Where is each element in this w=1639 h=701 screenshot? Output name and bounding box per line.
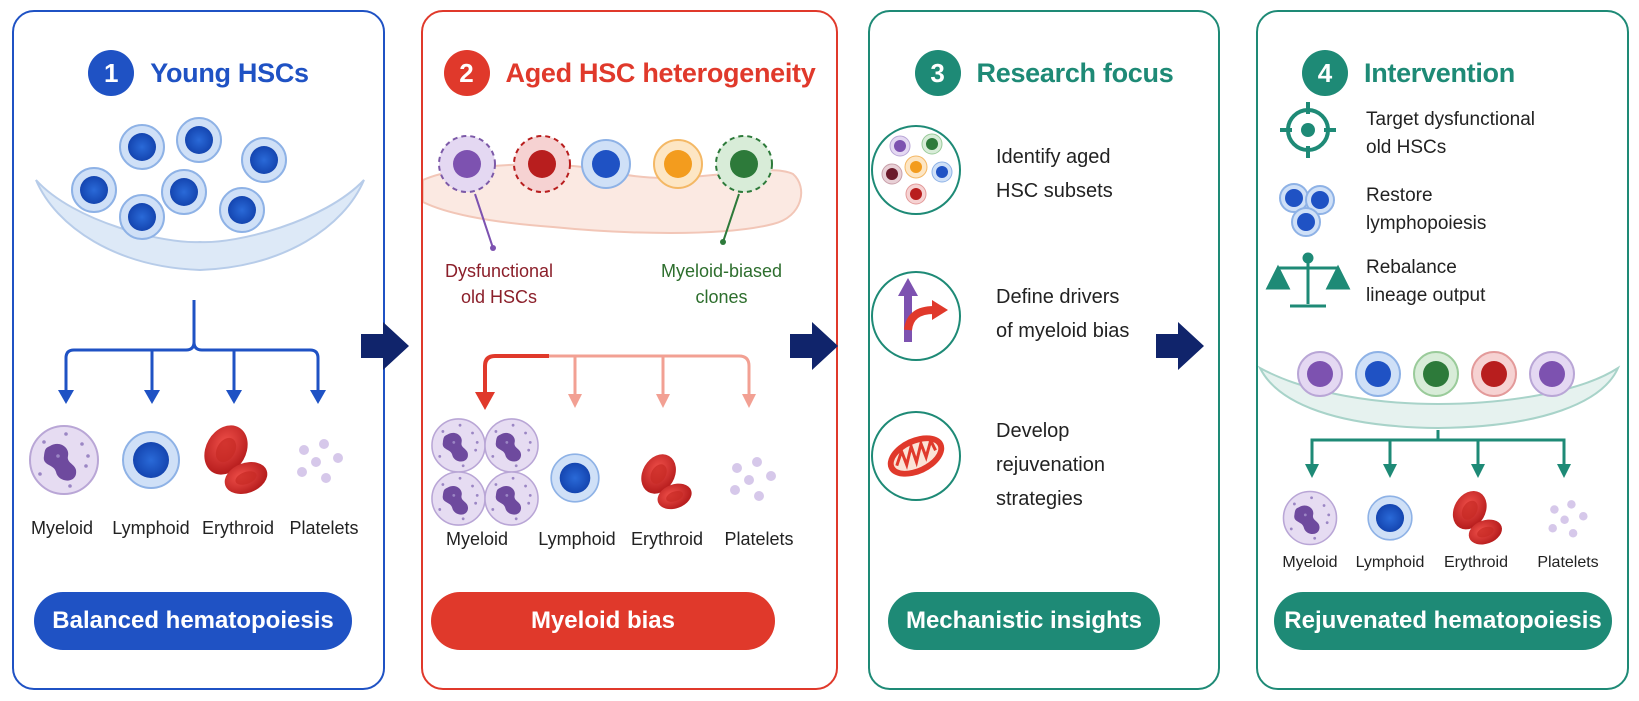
panel-research-focus: 3 Research focus Identify aged HSC subse… (868, 10, 1220, 690)
erythroid-cells (195, 417, 272, 500)
hsc-cell (176, 117, 222, 163)
panel-title: Young HSCs (150, 57, 309, 88)
lineage-label-platelets: Platelets (1537, 554, 1599, 571)
lymphoid-cell (122, 431, 180, 489)
research-focus-icons (871, 125, 961, 501)
balanced-lineage-arrows (64, 300, 320, 392)
lineage-label-platelets: Platelets (289, 518, 359, 538)
panel-young-hscs: 1 Young HSCs Myeloid Lymphoid Erythroid … (12, 10, 385, 690)
myeloid-biased-clones-callout: Myeloid-biased clones (661, 261, 783, 307)
lineage-label-lymphoid: Lymphoid (538, 529, 616, 549)
erythroid-cells (634, 447, 696, 514)
reduced-lineage-arrows (549, 354, 751, 396)
panel-header: 4 Intervention (1302, 50, 1627, 96)
footer-myeloid-bias: Myeloid bias (431, 592, 775, 650)
lymphoid-cells-icon (1279, 183, 1335, 237)
panel-aged-hsc-heterogeneity: 2 Aged HSC heterogeneity (421, 10, 838, 690)
hsc-cell (161, 169, 207, 215)
myeloid-cell (29, 425, 99, 495)
lineage-label-lymphoid: Lymphoid (1355, 554, 1425, 571)
dysfunctional-purple-hsc (438, 135, 496, 193)
platelets-cluster (1548, 500, 1588, 538)
aged-hsc-illustration (423, 135, 803, 526)
step-number-badge: 1 (88, 50, 135, 96)
rejuvenated-hsc-row (1297, 351, 1575, 397)
lineage-label-myeloid: Myeloid (445, 529, 509, 549)
hsc-cell (241, 137, 287, 183)
platelets-cluster (730, 457, 776, 501)
myeloid-cell (1282, 490, 1338, 546)
flow-arrow-icon (361, 322, 409, 370)
lymphoid-cell (1367, 495, 1413, 541)
panel-intervention: 4 Intervention (1256, 10, 1629, 690)
cell-subsets-icon (871, 125, 961, 215)
lineage-label-myeloid: Myeloid (1282, 554, 1338, 571)
platelets-cluster (297, 439, 343, 483)
panel-title: Intervention (1364, 57, 1515, 88)
research-item-rejuvenation: Develop rejuvenation strategies (996, 420, 1105, 510)
intervention-item-restore: Restore lymphopoiesis (1366, 185, 1487, 234)
flow-arrow-icon (1156, 322, 1204, 370)
mitochondrion-icon (871, 411, 961, 501)
footer-mechanistic-insights: Mechanistic insights (888, 592, 1160, 650)
hsc-cell (219, 187, 265, 233)
panel-title: Research focus (976, 57, 1174, 88)
intervention-item-rebalance: Rebalance lineage output (1366, 257, 1486, 306)
hsc-cell (71, 167, 117, 213)
hsc-cell (119, 194, 165, 240)
myeloid-biased-green-hsc (715, 135, 773, 193)
panel-header: 1 Young HSCs (14, 50, 383, 96)
young-hsc-illustration (29, 117, 365, 500)
erythroid-cells (1446, 484, 1506, 549)
intervention-item-target: Target dysfunctional old HSCs (1366, 109, 1535, 158)
target-icon (1280, 102, 1336, 158)
expanded-myeloid-cluster (431, 418, 539, 526)
dysfunctional-old-hscs-callout: Dysfunctional old HSCs (445, 261, 554, 307)
flow-arrow-icon (790, 322, 838, 370)
bone-marrow-niche (35, 179, 365, 272)
footer-balanced-hematopoiesis: Balanced hematopoiesis (34, 592, 352, 650)
bifurcating-arrow-icon (871, 271, 961, 361)
panel-header: 2 Aged HSC heterogeneity (423, 50, 836, 96)
step-number-badge: 2 (443, 50, 490, 96)
research-item-define-drivers: Define drivers of myeloid bias (996, 286, 1130, 342)
lymphoid-cell (550, 453, 600, 503)
step-number-badge: 3 (914, 50, 961, 96)
hsc-cell (119, 124, 165, 170)
footer-rejuvenated-hematopoiesis: Rejuvenated hematopoiesis (1274, 592, 1612, 650)
lineage-label-platelets: Platelets (724, 529, 794, 549)
orange-hsc (653, 139, 703, 189)
research-item-identify-subsets: Identify aged HSC subsets (996, 146, 1113, 202)
lineage-label-lymphoid: Lymphoid (112, 518, 190, 538)
panel-header: 3 Research focus (870, 50, 1218, 96)
lineage-label-myeloid: Myeloid (30, 518, 94, 538)
lineage-label-erythroid: Erythroid (201, 518, 275, 538)
balance-scale-icon (1265, 252, 1351, 308)
rejuvenated-niche (1258, 365, 1621, 430)
myeloid-bias-arrow (483, 354, 549, 394)
intervention-illustration (1258, 102, 1621, 549)
lineage-label-erythroid: Erythroid (1443, 554, 1509, 571)
step-number-badge: 4 (1302, 50, 1348, 96)
rebalanced-lineage-arrows (1310, 430, 1566, 466)
lineage-label-erythroid: Erythroid (630, 529, 704, 549)
red-hsc (513, 135, 571, 193)
blue-hsc (581, 139, 631, 189)
panel-title: Aged HSC heterogeneity (505, 57, 816, 88)
